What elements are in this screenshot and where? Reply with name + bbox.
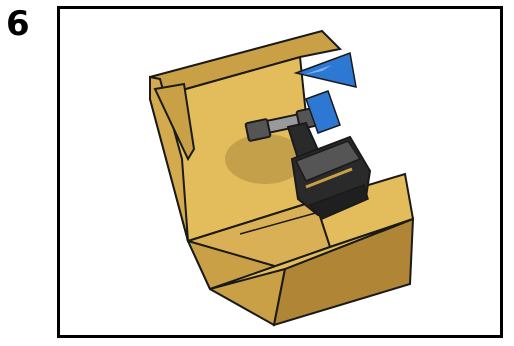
illustration-frame xyxy=(57,6,503,338)
up-arrow-head xyxy=(296,53,356,87)
stand-bracket-left-clip xyxy=(245,119,270,141)
step-number: 6 xyxy=(6,4,30,44)
unboxing-illustration xyxy=(60,9,500,335)
